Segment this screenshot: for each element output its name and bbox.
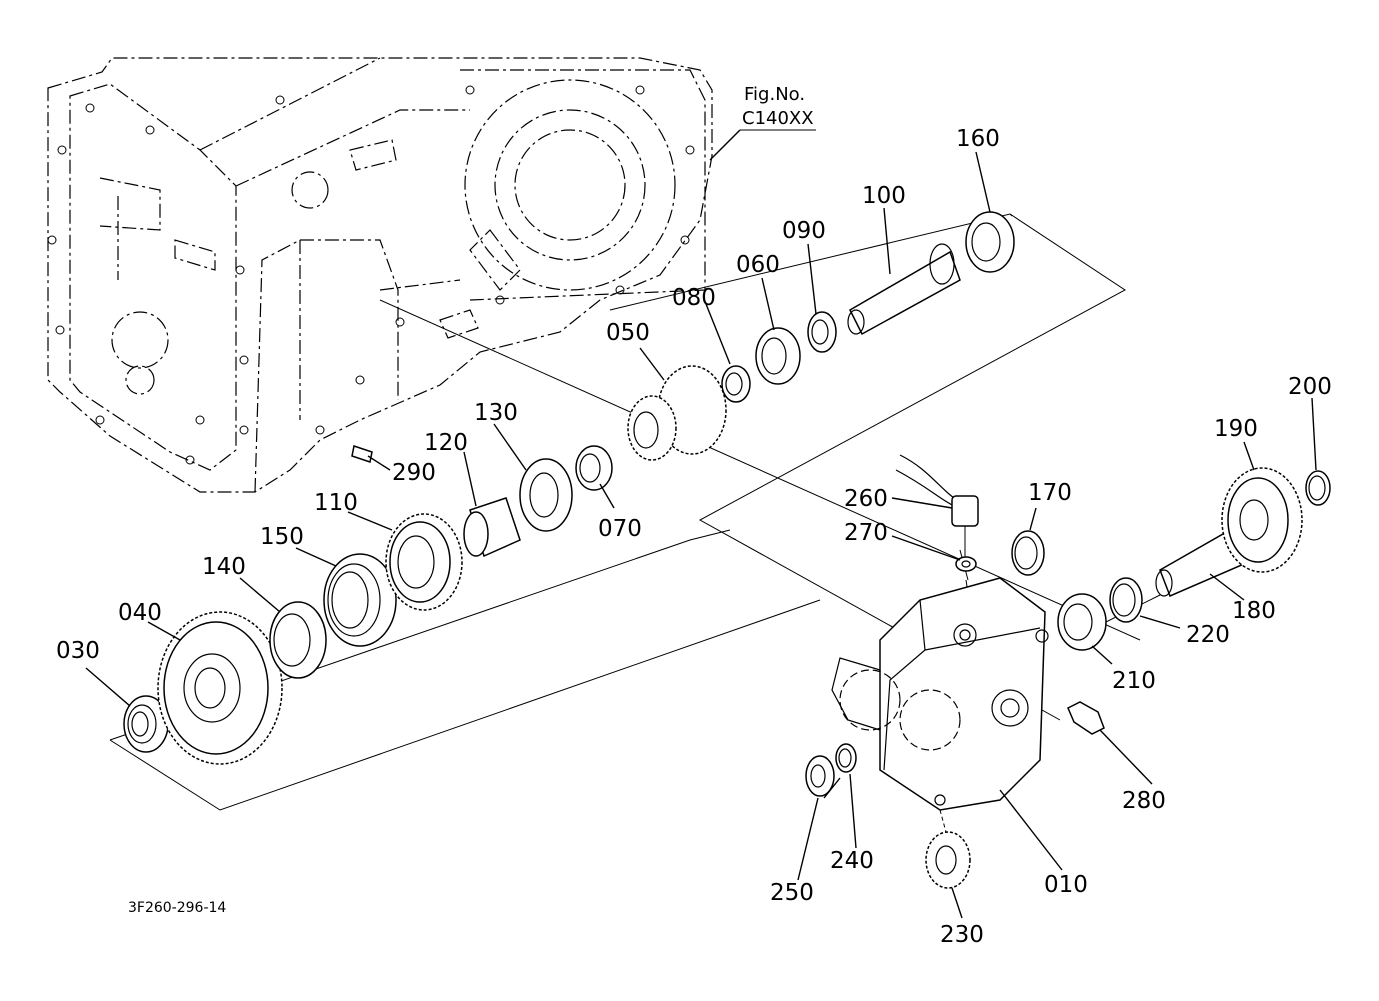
bearing-210	[1057, 593, 1107, 651]
sensor-260	[895, 454, 979, 560]
part-label-280: 280	[1122, 788, 1166, 814]
part-label-290: 290	[392, 460, 436, 486]
collar-080	[721, 365, 751, 403]
part-label-250: 250	[770, 880, 814, 906]
bearing-140	[269, 601, 327, 679]
plug-280	[1067, 701, 1105, 735]
figure-ref-line1: Fig.No.	[744, 84, 805, 105]
part-label-200: 200	[1288, 374, 1332, 400]
part-label-050: 050	[606, 320, 650, 346]
part-label-100: 100	[862, 183, 906, 209]
part-label-270: 270	[844, 520, 888, 546]
pin-290	[351, 445, 373, 463]
part-label-240: 240	[830, 848, 874, 874]
part-label-220: 220	[1186, 622, 1230, 648]
gear-050	[627, 365, 727, 461]
snap-ring-170	[1011, 530, 1045, 576]
part-label-030: 030	[56, 638, 100, 664]
part-label-160: 160	[956, 126, 1000, 152]
part-label-070: 070	[598, 516, 642, 542]
diagram-code: 3F260-296-14	[128, 900, 226, 916]
part-label-150: 150	[260, 524, 304, 550]
part-label-090: 090	[782, 218, 826, 244]
snap-ring-220	[1109, 577, 1143, 623]
part-label-230: 230	[940, 922, 984, 948]
gear-040	[157, 611, 283, 765]
gear-110	[385, 513, 463, 611]
snap-ring-200	[1305, 470, 1331, 506]
figure-ref-line2: C140XX	[742, 108, 814, 129]
part-label-170: 170	[1028, 480, 1072, 506]
part-label-040: 040	[118, 600, 162, 626]
figure-reference: Fig.No. C140XX	[740, 84, 816, 131]
part-label-110: 110	[314, 490, 358, 516]
transmission-case	[47, 57, 741, 493]
gear-housing	[831, 577, 1049, 811]
gear-190	[1221, 467, 1303, 573]
part-label-130: 130	[474, 400, 518, 426]
part-label-190: 190	[1214, 416, 1258, 442]
washer-270	[955, 556, 977, 572]
part-label-140: 140	[202, 554, 246, 580]
part-labels: 030 040 140 150 110 120 130 070 290 050 …	[56, 126, 1332, 948]
ring-150	[323, 553, 397, 647]
thrust-washer-130	[519, 458, 573, 532]
part-label-180: 180	[1232, 598, 1276, 624]
leader-lines	[85, 151, 1317, 919]
bushing-120	[463, 497, 521, 558]
needle-bearing-070	[575, 445, 613, 491]
part-label-010: 010	[1044, 872, 1088, 898]
snap-ring-090	[807, 311, 837, 353]
needle-bearing-250	[805, 755, 835, 797]
part-label-210: 210	[1112, 668, 1156, 694]
part-label-260: 260	[844, 486, 888, 512]
shaft-100	[847, 243, 961, 336]
ball-bearing-160	[965, 211, 1015, 273]
gear-230	[925, 809, 971, 889]
part-label-060: 060	[736, 252, 780, 278]
collar-240	[835, 743, 857, 773]
needle-bearing-060	[755, 327, 801, 385]
part-label-120: 120	[424, 430, 468, 456]
part-label-080: 080	[672, 285, 716, 311]
